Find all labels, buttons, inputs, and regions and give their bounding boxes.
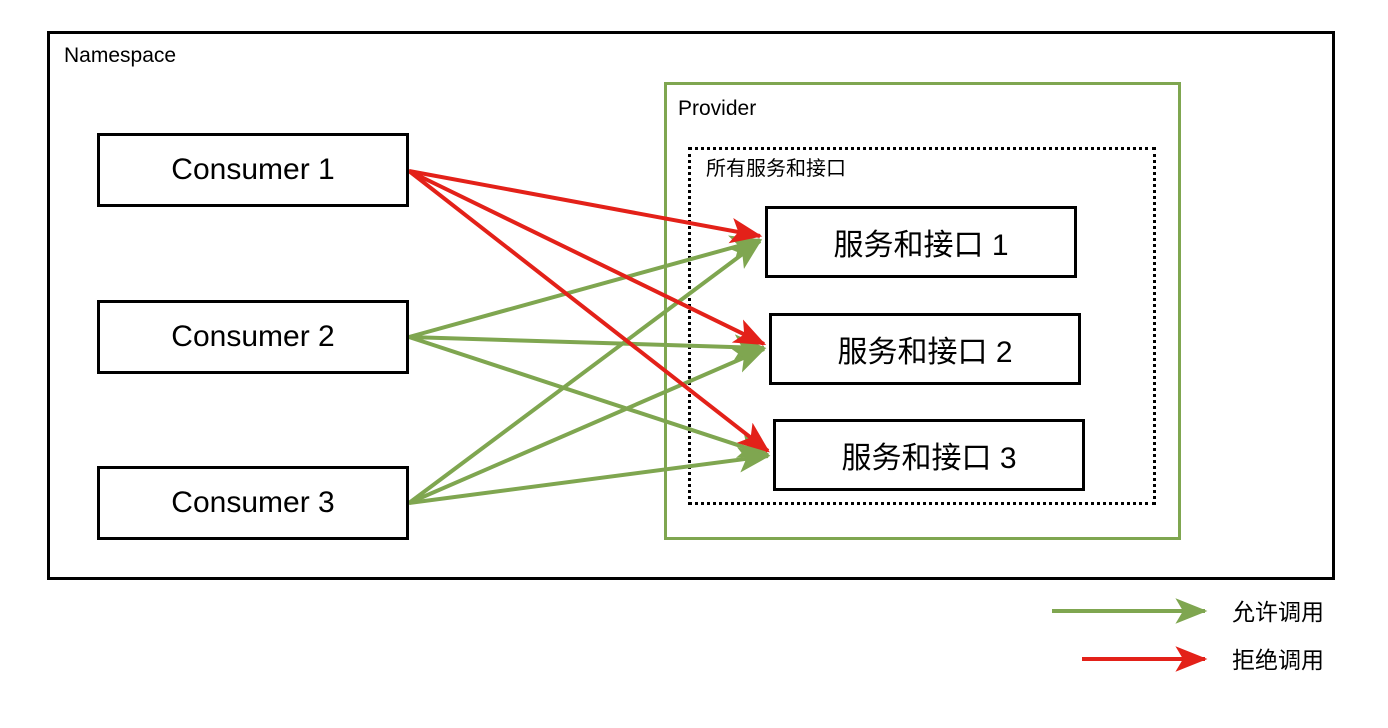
service-node-1[interactable]: 服务和接口 1 — [765, 206, 1077, 278]
service-node-3[interactable]: 服务和接口 3 — [773, 419, 1085, 491]
consumer-node-2[interactable]: Consumer 2 — [97, 300, 409, 374]
legend-row-deny: 拒绝调用 — [1050, 640, 1324, 680]
consumer-node-3[interactable]: Consumer 3 — [97, 466, 409, 540]
namespace-container — [47, 31, 1335, 580]
all-services-group-label: 所有服务和接口 — [706, 158, 846, 180]
namespace-label: Namespace — [64, 44, 177, 67]
consumer-node-1-label: Consumer 1 — [171, 153, 335, 186]
legend: 允许调用 拒绝调用 — [1050, 592, 1350, 688]
service-node-2[interactable]: 服务和接口 2 — [769, 313, 1081, 385]
legend-deny-label: 拒绝调用 — [1232, 647, 1324, 673]
service-node-2-label: 服务和接口 2 — [837, 336, 1013, 369]
service-node-3-label: 服务和接口 3 — [841, 442, 1017, 475]
consumer-node-2-label: Consumer 2 — [171, 320, 335, 353]
provider-label: Provider — [678, 97, 757, 120]
consumer-node-1[interactable]: Consumer 1 — [97, 133, 409, 207]
legend-allow-swatch — [1050, 601, 1218, 623]
legend-allow-label: 允许调用 — [1232, 599, 1324, 625]
service-node-1-label: 服务和接口 1 — [833, 229, 1009, 262]
consumer-node-3-label: Consumer 3 — [171, 486, 335, 519]
legend-row-allow: 允许调用 — [1050, 592, 1324, 632]
legend-deny-swatch — [1080, 649, 1218, 671]
